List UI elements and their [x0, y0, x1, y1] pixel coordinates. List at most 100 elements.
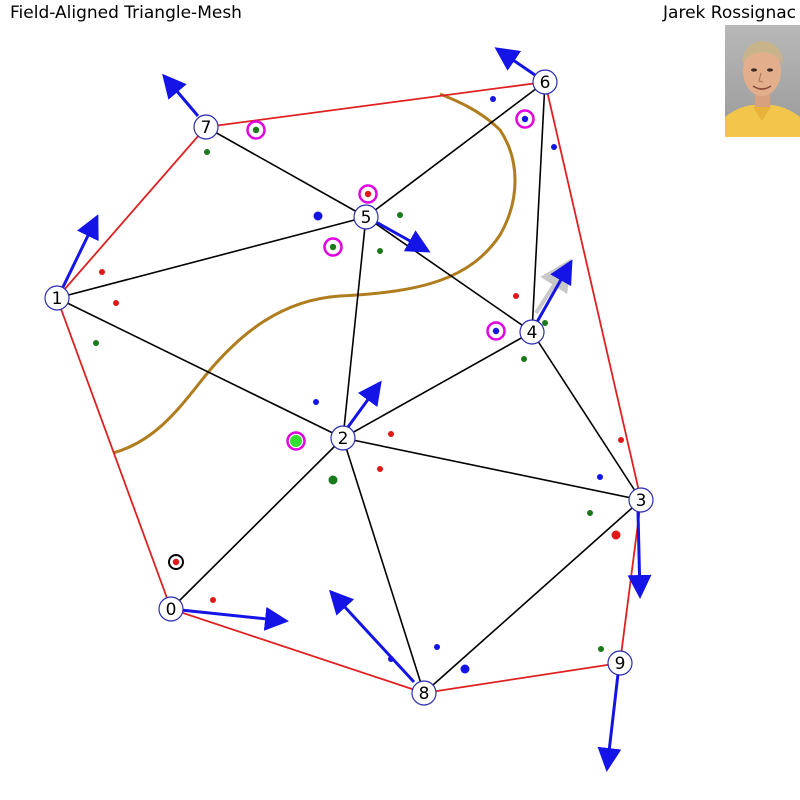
vertex-handle[interactable]: [353, 204, 379, 230]
field-vector-arrow[interactable]: [328, 589, 416, 684]
field-vector-arrow[interactable]: [346, 380, 382, 428]
vertex-handle[interactable]: [158, 596, 184, 622]
sample-dot-blue: [460, 664, 470, 674]
highlight-ring: [246, 120, 266, 140]
mesh-edge-8-3: [423, 499, 642, 694]
mesh-edge-5-4: [365, 216, 533, 333]
sample-dot-green: [542, 320, 548, 326]
sample-dot-blue: [597, 474, 603, 480]
mesh-edge-2-8: [342, 437, 425, 694]
ring-center-dot: [252, 126, 260, 134]
sample-dot-red: [113, 300, 119, 306]
app-title: Field-Aligned Triangle-Mesh: [10, 3, 242, 23]
mesh-edge-5-6: [365, 81, 546, 218]
mesh-edge-4-2: [342, 331, 533, 439]
sample-dot-red: [618, 437, 624, 443]
author-portrait-icon: [725, 25, 800, 137]
ghost-vector-arrow: [534, 258, 572, 315]
sample-dot-green: [397, 212, 403, 218]
sample-dot-blue: [490, 96, 496, 102]
field-vector-arrow[interactable]: [162, 73, 200, 117]
sample-dot-blue: [313, 399, 319, 405]
sample-dot-blue: [434, 644, 440, 650]
highlight-ring: [323, 237, 343, 257]
mesh-edge-2-3: [342, 437, 642, 501]
border-edge-9-8: [423, 662, 621, 694]
sample-dot-green: [377, 248, 383, 254]
vertex-handle[interactable]: [411, 680, 437, 706]
field-vector-arrow[interactable]: [627, 511, 652, 599]
vertex-label: 1: [52, 289, 63, 309]
ring-center-dot: [292, 437, 300, 445]
mesh-edge-1-2: [56, 297, 344, 439]
vertex-label: 5: [361, 208, 372, 228]
vertex-label: 8: [419, 684, 430, 704]
mesh-edge-5-2: [342, 216, 367, 439]
mesh-edge-6-4: [531, 81, 546, 333]
vertex-9[interactable]: 9: [607, 650, 633, 676]
ring-center-dot: [521, 115, 529, 123]
streamline-trace: [112, 92, 517, 455]
sample-dot-red: [99, 269, 105, 275]
vertex-4[interactable]: 4: [519, 319, 545, 345]
vertex-5[interactable]: 5: [353, 204, 379, 230]
sample-dot-red: [377, 466, 383, 472]
sample-dot-green: [587, 510, 593, 516]
vertex-handle[interactable]: [193, 114, 219, 140]
vertex-8[interactable]: 8: [411, 680, 437, 706]
border-edge-6-3: [544, 81, 642, 501]
sample-dot-red: [513, 293, 519, 299]
sample-dot-red: [388, 431, 394, 437]
highlight-ring: [358, 184, 378, 204]
vertex-label: 3: [636, 491, 647, 511]
author-name: Jarek Rossignac: [663, 3, 796, 23]
vertex-label: 4: [527, 323, 538, 343]
sample-dot-blue: [313, 211, 323, 221]
vertex-handle[interactable]: [532, 69, 558, 95]
sample-dot-green: [93, 340, 99, 346]
sample-dot-green: [598, 646, 604, 652]
ring-center-dot: [329, 243, 337, 251]
vertex-label: 9: [615, 654, 626, 674]
highlight-ring: [486, 321, 506, 341]
border-edge-0-1: [56, 297, 172, 610]
sample-dot-red: [210, 597, 216, 603]
field-vector-arrow[interactable]: [61, 214, 99, 288]
vertex-2[interactable]: 2: [330, 425, 356, 451]
vertex-handle[interactable]: [519, 319, 545, 345]
vertex-label: 0: [166, 600, 177, 620]
sample-dot-green: [328, 475, 338, 485]
vertex-label: 7: [201, 118, 212, 138]
field-vector-arrow[interactable]: [535, 259, 573, 323]
ring-center-dot: [364, 190, 372, 198]
vertex-0[interactable]: 0: [158, 596, 184, 622]
border-edge-8-0: [170, 608, 425, 694]
vertex-label: 6: [540, 73, 551, 93]
vertex-handle[interactable]: [607, 650, 633, 676]
vertex-1[interactable]: 1: [44, 285, 70, 311]
sample-dot-green: [521, 356, 527, 362]
mesh-edge-1-5: [56, 216, 367, 299]
vertex-3[interactable]: 3: [628, 487, 654, 513]
vertex-handle[interactable]: [44, 285, 70, 311]
field-vector-arrow[interactable]: [375, 220, 431, 253]
mesh-edge-2-0: [170, 437, 344, 610]
sample-dot-blue: [551, 144, 557, 150]
vertex-7[interactable]: 7: [193, 114, 219, 140]
ring-center-dot: [492, 327, 500, 335]
vertex-handle[interactable]: [330, 425, 356, 451]
border-edge-7-6: [205, 81, 546, 128]
sample-dot-red: [611, 530, 621, 540]
field-vector-arrow[interactable]: [170, 606, 289, 631]
mesh-edge-4-3: [531, 331, 642, 501]
vertex-label: 2: [338, 429, 349, 449]
field-vector-arrow[interactable]: [597, 673, 622, 772]
mesh-edge-7-5: [205, 126, 367, 218]
highlight-ring: [286, 431, 306, 451]
vertex-handle[interactable]: [628, 487, 654, 513]
sample-dot-green: [204, 149, 210, 155]
field-vector-arrow[interactable]: [494, 47, 536, 77]
vertex-6[interactable]: 6: [532, 69, 558, 95]
highlight-ring: [168, 554, 184, 570]
